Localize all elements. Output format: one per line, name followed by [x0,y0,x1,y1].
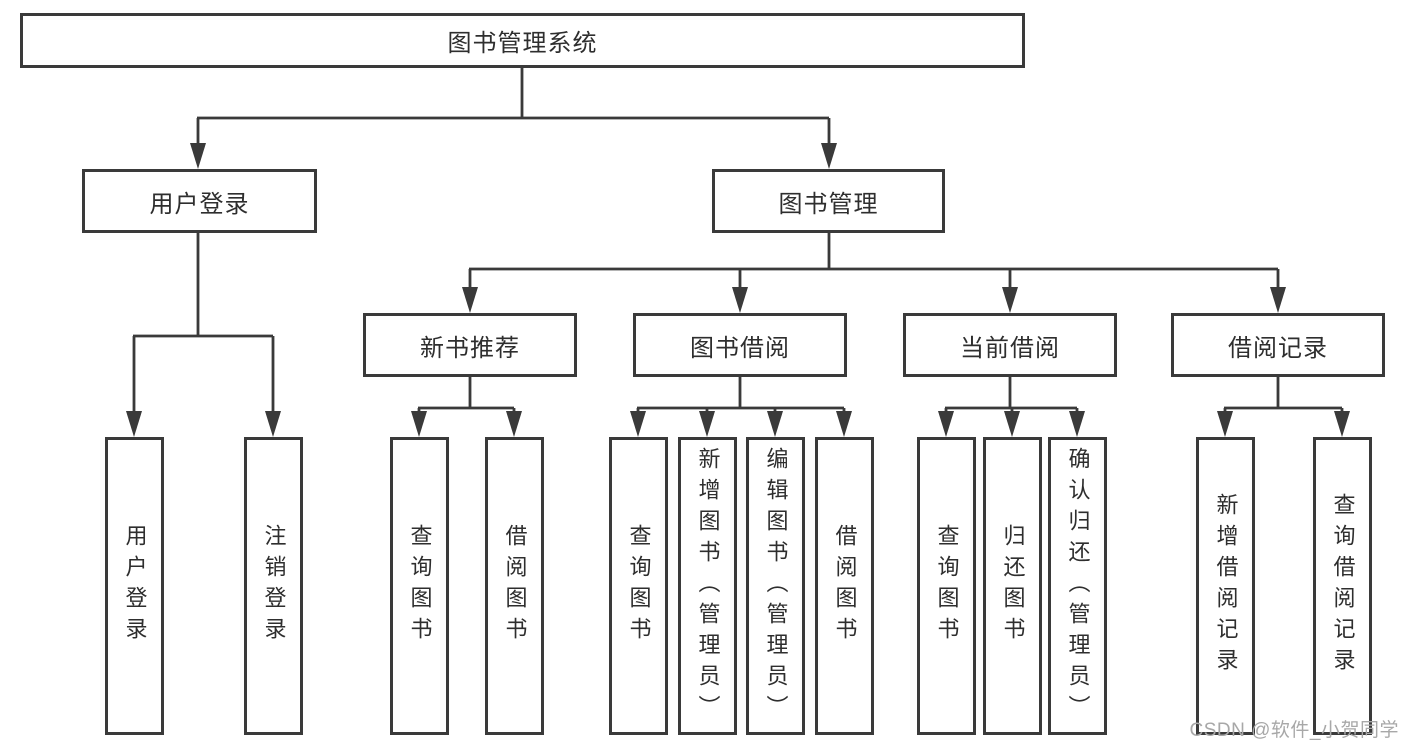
node-user-login-label: 用户登录 [149,190,250,218]
node-root: 图书管理系统 [20,13,1025,68]
leaf-br-query-record-label: 查询借阅记录 [1330,493,1356,679]
leaf-bb-borrow-books-label: 借阅图书 [832,524,858,648]
leaf-cb-return-books-label: 归还图书 [1000,524,1026,648]
leaf-user-login: 用户登录 [105,437,164,735]
leaf-nb-borrow-books-label: 借阅图书 [502,524,528,648]
leaf-bb-query-books: 查询图书 [609,437,668,735]
leaf-nb-query-books: 查询图书 [390,437,449,735]
node-current-borrowing: 当前借阅 [903,313,1117,377]
node-book-management-label: 图书管理 [778,190,879,218]
leaf-cb-query-books: 查询图书 [917,437,976,735]
leaf-bb-edit-books-admin: 编辑图书（管理员） [746,437,805,735]
node-borrowing-records: 借阅记录 [1171,313,1385,377]
leaf-nb-borrow-books: 借阅图书 [485,437,544,735]
node-current-borrowing-label: 当前借阅 [960,334,1060,362]
leaf-bb-query-books-label: 查询图书 [626,524,652,648]
leaf-user-login-label: 用户登录 [122,524,148,648]
leaf-cb-query-books-label: 查询图书 [934,524,960,648]
arrowheads [126,143,1350,437]
leaf-nb-query-books-label: 查询图书 [407,524,433,648]
leaf-cb-confirm-return-admin: 确认归还（管理员） [1048,437,1107,735]
node-book-borrowing: 图书借阅 [633,313,847,377]
node-borrowing-records-label: 借阅记录 [1228,334,1328,362]
watermark: CSDN @软件_小贺同学 [1189,720,1399,741]
leaf-logout-label: 注销登录 [261,524,287,648]
leaf-br-add-record-label: 新增借阅记录 [1213,493,1239,679]
leaf-br-query-record: 查询借阅记录 [1313,437,1372,735]
leaf-br-add-record: 新增借阅记录 [1196,437,1255,735]
leaf-bb-borrow-books: 借阅图书 [815,437,874,735]
node-book-management: 图书管理 [712,169,945,233]
leaf-bb-edit-books-admin-label: 编辑图书（管理员） [763,446,789,726]
node-new-book-recommend: 新书推荐 [363,313,577,377]
node-user-login: 用户登录 [82,169,317,233]
node-new-book-recommend-label: 新书推荐 [420,334,520,362]
leaf-cb-return-books: 归还图书 [983,437,1042,735]
leaf-bb-add-books-admin: 新增图书（管理员） [678,437,737,735]
leaf-bb-add-books-admin-label: 新增图书（管理员） [695,446,721,726]
node-book-borrowing-label: 图书借阅 [690,334,790,362]
leaf-logout: 注销登录 [244,437,303,735]
leaf-cb-confirm-return-admin-label: 确认归还（管理员） [1065,446,1091,726]
node-root-label: 图书管理系统 [447,30,598,57]
